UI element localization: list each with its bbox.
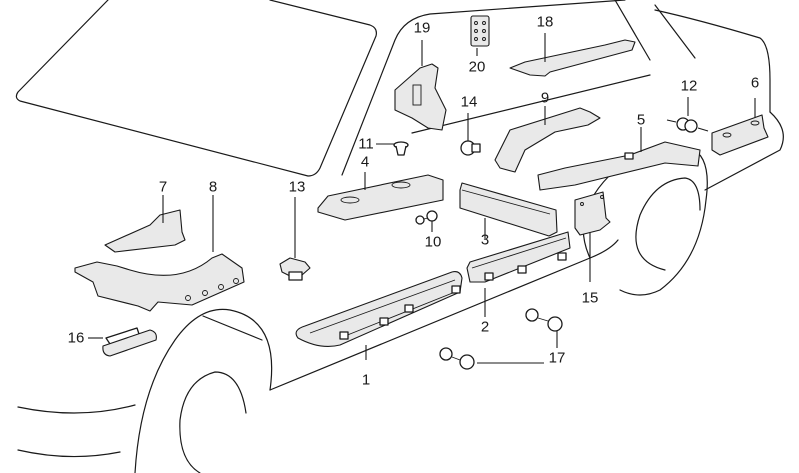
callout-labels: 1 2 3 4 5 6 7 8 9 10 11 12 13 14 15 16 1… — [68, 14, 760, 389]
callout-18[interactable]: 18 — [537, 14, 554, 31]
callout-10[interactable]: 10 — [425, 234, 442, 251]
callout-8[interactable]: 8 — [209, 179, 217, 196]
belt-line — [411, 74, 651, 134]
callout-13[interactable]: 13 — [289, 179, 306, 196]
rear-quarter — [704, 111, 784, 191]
callout-7[interactable]: 7 — [159, 179, 167, 196]
part-16-hinge-plate[interactable] — [102, 327, 157, 357]
part-13-clip-nut[interactable] — [279, 257, 311, 281]
part-8-wheelhouse-member[interactable] — [74, 253, 245, 312]
rear-window — [614, 0, 771, 113]
part-9-cross-member[interactable] — [494, 107, 601, 173]
part-15-bracket[interactable] — [574, 191, 611, 236]
callout-6[interactable]: 6 — [751, 75, 759, 92]
part-17-rivet-b[interactable] — [439, 347, 475, 370]
front-wheel-arch-edge — [202, 315, 263, 341]
leader-lines — [88, 33, 756, 364]
callout-20[interactable]: 20 — [469, 59, 486, 76]
part-20-small-plate[interactable] — [470, 15, 490, 47]
part-7-bracket[interactable] — [104, 209, 186, 253]
c-pillar — [654, 4, 696, 59]
rear-wheel — [635, 177, 701, 271]
part-11-plug[interactable] — [393, 141, 409, 156]
callout-19[interactable]: 19 — [414, 20, 431, 37]
callout-4[interactable]: 4 — [361, 154, 369, 171]
front-wheel-arch — [134, 308, 273, 473]
part-19-bracket[interactable] — [394, 63, 447, 131]
part-4-floor-support[interactable] — [317, 174, 444, 221]
part-12-grommet[interactable] — [666, 117, 709, 133]
rear-wheel-arch — [582, 145, 708, 296]
part-6-bracket[interactable] — [711, 114, 769, 156]
windshield — [15, 0, 377, 177]
part-18-long-bracket[interactable] — [509, 39, 636, 77]
a-pillar — [341, 0, 626, 176]
part-10-clip[interactable] — [415, 210, 438, 225]
part-5-rear-rail[interactable] — [537, 141, 701, 191]
callout-12[interactable]: 12 — [681, 78, 698, 95]
callout-3[interactable]: 3 — [481, 232, 489, 249]
rocker-line — [269, 239, 619, 391]
callout-11[interactable]: 11 — [358, 136, 374, 153]
part-2-sill-rear[interactable] — [466, 231, 571, 283]
part-17-rivet-a[interactable] — [525, 308, 563, 332]
car-body-outline — [15, 0, 784, 473]
part-1-sill-front[interactable] — [295, 271, 463, 347]
callout-1[interactable]: 1 — [362, 372, 370, 389]
callout-17[interactable]: 17 — [549, 350, 566, 367]
callout-16[interactable]: 16 — [68, 330, 85, 347]
callout-15[interactable]: 15 — [582, 290, 599, 307]
front-wheel — [179, 371, 247, 473]
front-bumper — [17, 404, 136, 458]
part-14-plug[interactable] — [460, 140, 481, 156]
callout-14[interactable]: 14 — [461, 94, 478, 111]
callout-2[interactable]: 2 — [481, 319, 489, 336]
part-3-channel[interactable] — [459, 182, 558, 237]
callout-9[interactable]: 9 — [541, 90, 549, 107]
callout-5[interactable]: 5 — [637, 112, 645, 129]
